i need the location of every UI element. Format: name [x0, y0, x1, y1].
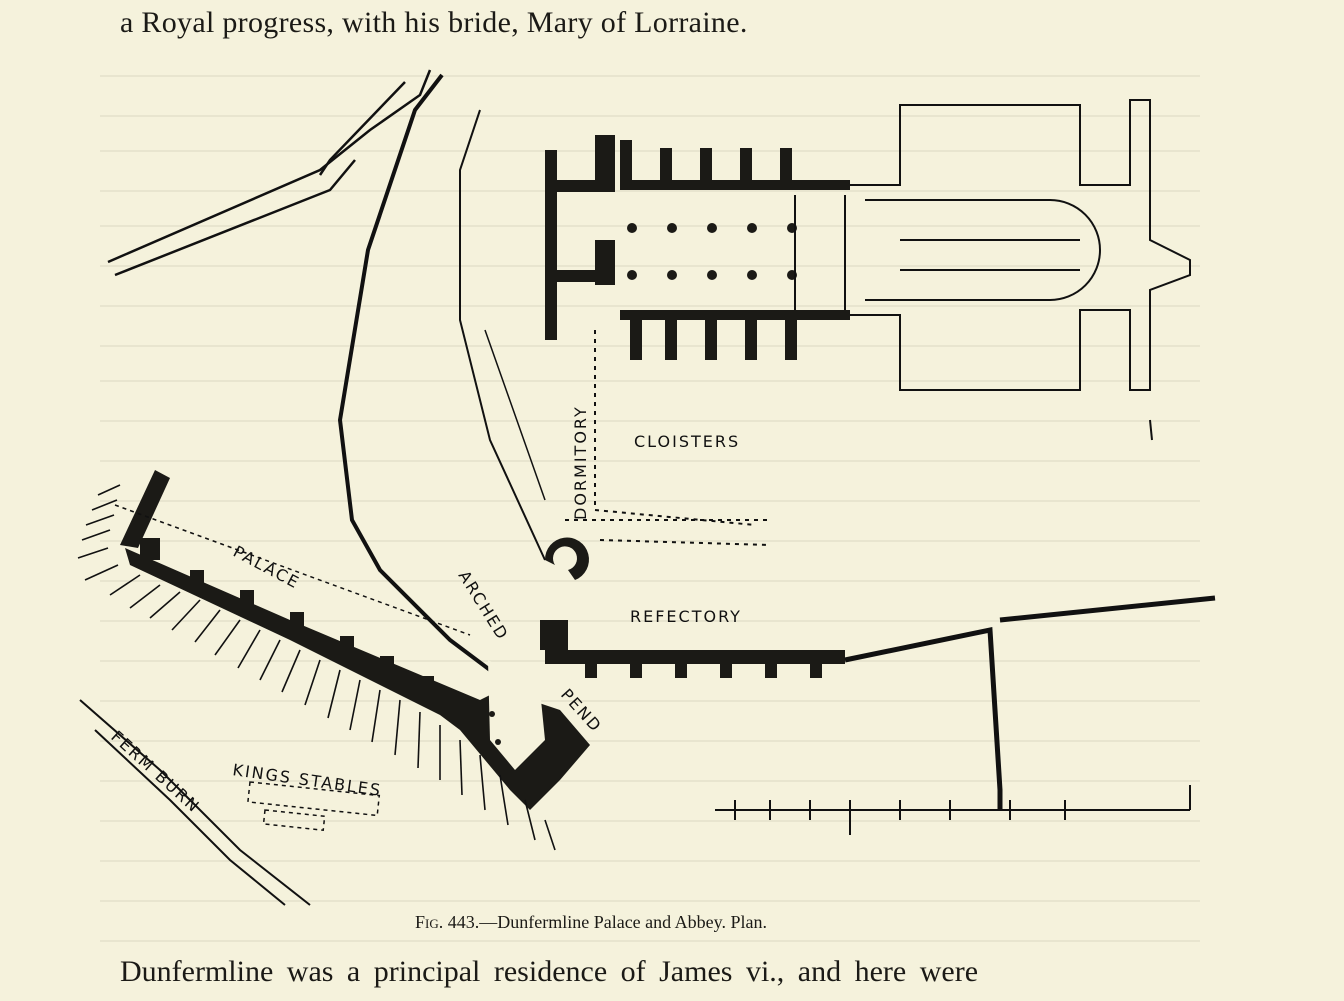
- east-enclosure-wall: [844, 595, 1216, 810]
- figure-caption: Fig. 443.—Dunfermline Palace and Abbey. …: [415, 912, 767, 933]
- palace-abbey-plan: CLOISTERS REFECTORY DORMITORY PALACE ARC…: [77, 69, 1216, 906]
- label-ferm-burn: FERM BURN: [107, 727, 204, 817]
- slope-hatching: [77, 484, 556, 851]
- refectory-walls: [540, 537, 845, 678]
- label-cloisters: CLOISTERS: [634, 432, 740, 451]
- body-text-bottom-line: Dunfermline was a principal residence of…: [120, 955, 979, 988]
- label-refectory: REFECTORY: [630, 607, 742, 626]
- label-kings-stables: KINGS STABLES: [231, 760, 383, 800]
- figure-number: Fig. 443.: [415, 912, 480, 932]
- stables-outline: [114, 504, 471, 832]
- label-dormitory: DORMITORY: [571, 405, 590, 520]
- body-text-top-line: a Royal progress, with his bride, Mary o…: [120, 6, 748, 39]
- choir-outline: [794, 99, 1191, 391]
- pend-interior: [488, 660, 545, 770]
- terrain-lines: [107, 69, 546, 672]
- boundary-line: [715, 419, 1191, 835]
- figure-title: —Dunfermline Palace and Abbey. Plan.: [479, 912, 767, 932]
- abbey-church-walls: [545, 135, 850, 360]
- cloister-outline: [565, 330, 771, 546]
- palace-walls: [120, 470, 590, 810]
- burn-banks: [79, 699, 311, 906]
- pend-columns: [489, 711, 501, 745]
- label-palace: PALACE: [230, 542, 303, 593]
